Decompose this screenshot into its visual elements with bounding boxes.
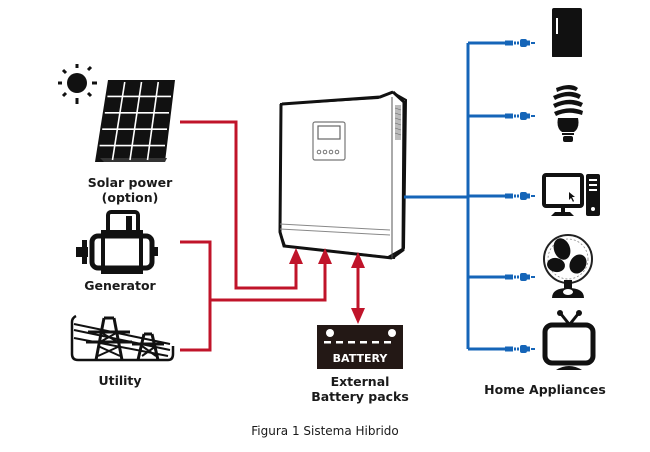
solar-power-label: Solar power (option) xyxy=(80,175,180,205)
generator-line xyxy=(180,240,212,352)
arrow-heads xyxy=(289,248,365,324)
solar-line xyxy=(180,120,298,290)
grid-bus-line xyxy=(210,260,327,302)
battery-label: External Battery packs xyxy=(305,374,415,404)
plug-icon-refrigerator xyxy=(505,39,535,47)
solar-input-arrow xyxy=(289,248,303,264)
battery-label-line2: Battery packs xyxy=(311,389,409,404)
utility-pylons-icon xyxy=(70,314,175,362)
generator-icon xyxy=(76,210,158,274)
solar-grid-line xyxy=(129,81,143,161)
plug-icon-television xyxy=(505,345,535,353)
battery-badge-text: BATTERY xyxy=(333,352,389,365)
solar-label-line1: Solar power xyxy=(87,175,173,190)
refrigerator-icon xyxy=(552,8,582,59)
plug-icon-fan xyxy=(505,273,535,281)
inverter-screen xyxy=(317,125,341,140)
battery-down-arrow xyxy=(351,308,365,324)
light-bulb-icon xyxy=(553,85,583,142)
utility-label: Utility xyxy=(98,373,142,388)
inverter-buttons xyxy=(316,149,340,155)
battery-icon: BATTERY xyxy=(317,325,403,369)
battery-label-line1: External xyxy=(330,374,390,389)
plug-icon-light-bulb xyxy=(505,112,535,120)
television-icon xyxy=(542,310,596,370)
fan-icon xyxy=(543,234,593,298)
sun-icon xyxy=(58,64,97,104)
grid-input-arrow xyxy=(318,248,332,264)
solar-panel-icon xyxy=(95,80,175,162)
figure-caption: Figura 1 Sistema Hibrido xyxy=(251,424,399,438)
inverter-icon xyxy=(278,90,408,260)
plug-icon-computer xyxy=(505,192,535,200)
input-connection-lines xyxy=(180,120,327,352)
solar-label-line2: (option) xyxy=(101,190,159,205)
solar-grid-line xyxy=(146,81,160,161)
solar-grid-line xyxy=(111,81,126,161)
output-connection-lines xyxy=(404,41,508,351)
home-appliances-label: Home Appliances xyxy=(484,382,606,397)
battery-up-arrow xyxy=(351,252,365,268)
generator-label: Generator xyxy=(84,278,156,293)
computer-icon xyxy=(542,173,600,216)
